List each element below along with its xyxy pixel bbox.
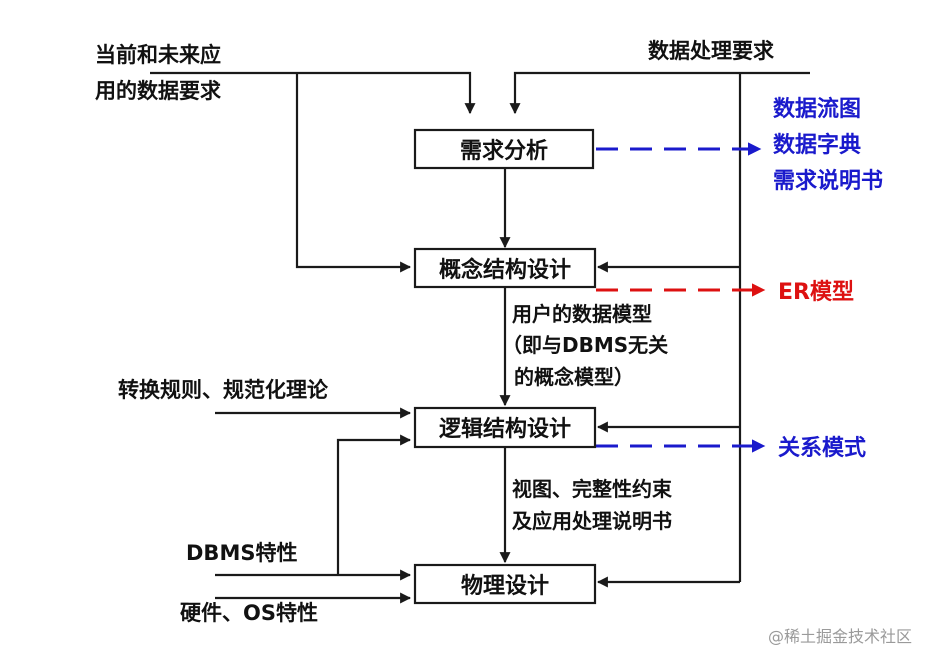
output-data-dictionary: 数据字典 xyxy=(773,132,861,158)
arrow-current-data-to-conceptual xyxy=(295,73,412,273)
label-processing-requirements: 数据处理要求 xyxy=(648,39,774,63)
output-requirements-spec: 需求说明书 xyxy=(773,168,883,194)
label-user-model-line1: 用户的数据模型 xyxy=(512,302,652,326)
label-user-model-line3: 的概念模型） xyxy=(514,365,634,389)
arrow-dbms-to-logical xyxy=(336,434,412,575)
label-user-model-line2: （即与DBMS无关 xyxy=(502,333,668,357)
box-logical-design: 逻辑结构设计 xyxy=(413,406,597,449)
label-current-future-line2: 用的数据要求 xyxy=(95,79,221,103)
label-conversion-rules: 转换规则、规范化理论 xyxy=(118,378,329,402)
label-hardware-os: 硬件、OS特性 xyxy=(180,601,318,625)
label-dbms-features: DBMS特性 xyxy=(186,541,297,565)
output-dataflow-diagram: 数据流图 xyxy=(773,96,861,122)
box-conceptual-label: 概念结构设计 xyxy=(439,257,571,283)
box-conceptual-design: 概念结构设计 xyxy=(413,247,597,289)
label-views-line2: 及应用处理说明书 xyxy=(512,509,672,533)
output-er-model: ER模型 xyxy=(778,280,854,305)
box-requirements-analysis: 需求分析 xyxy=(413,128,595,170)
box-logical-label: 逻辑结构设计 xyxy=(439,416,571,442)
arrow-processing-to-requirements xyxy=(509,71,810,115)
watermark: @稀土掘金技术社区 xyxy=(768,627,912,646)
arrow-current-data-to-requirements xyxy=(150,71,476,115)
label-views-line1: 视图、完整性约束 xyxy=(512,477,673,501)
box-physical-design: 物理设计 xyxy=(413,563,597,605)
box-requirements-label: 需求分析 xyxy=(460,139,548,164)
box-physical-label: 物理设计 xyxy=(461,573,549,599)
output-relational-schema: 关系模式 xyxy=(778,436,866,461)
label-current-future-line1: 当前和未来应 xyxy=(95,43,221,67)
